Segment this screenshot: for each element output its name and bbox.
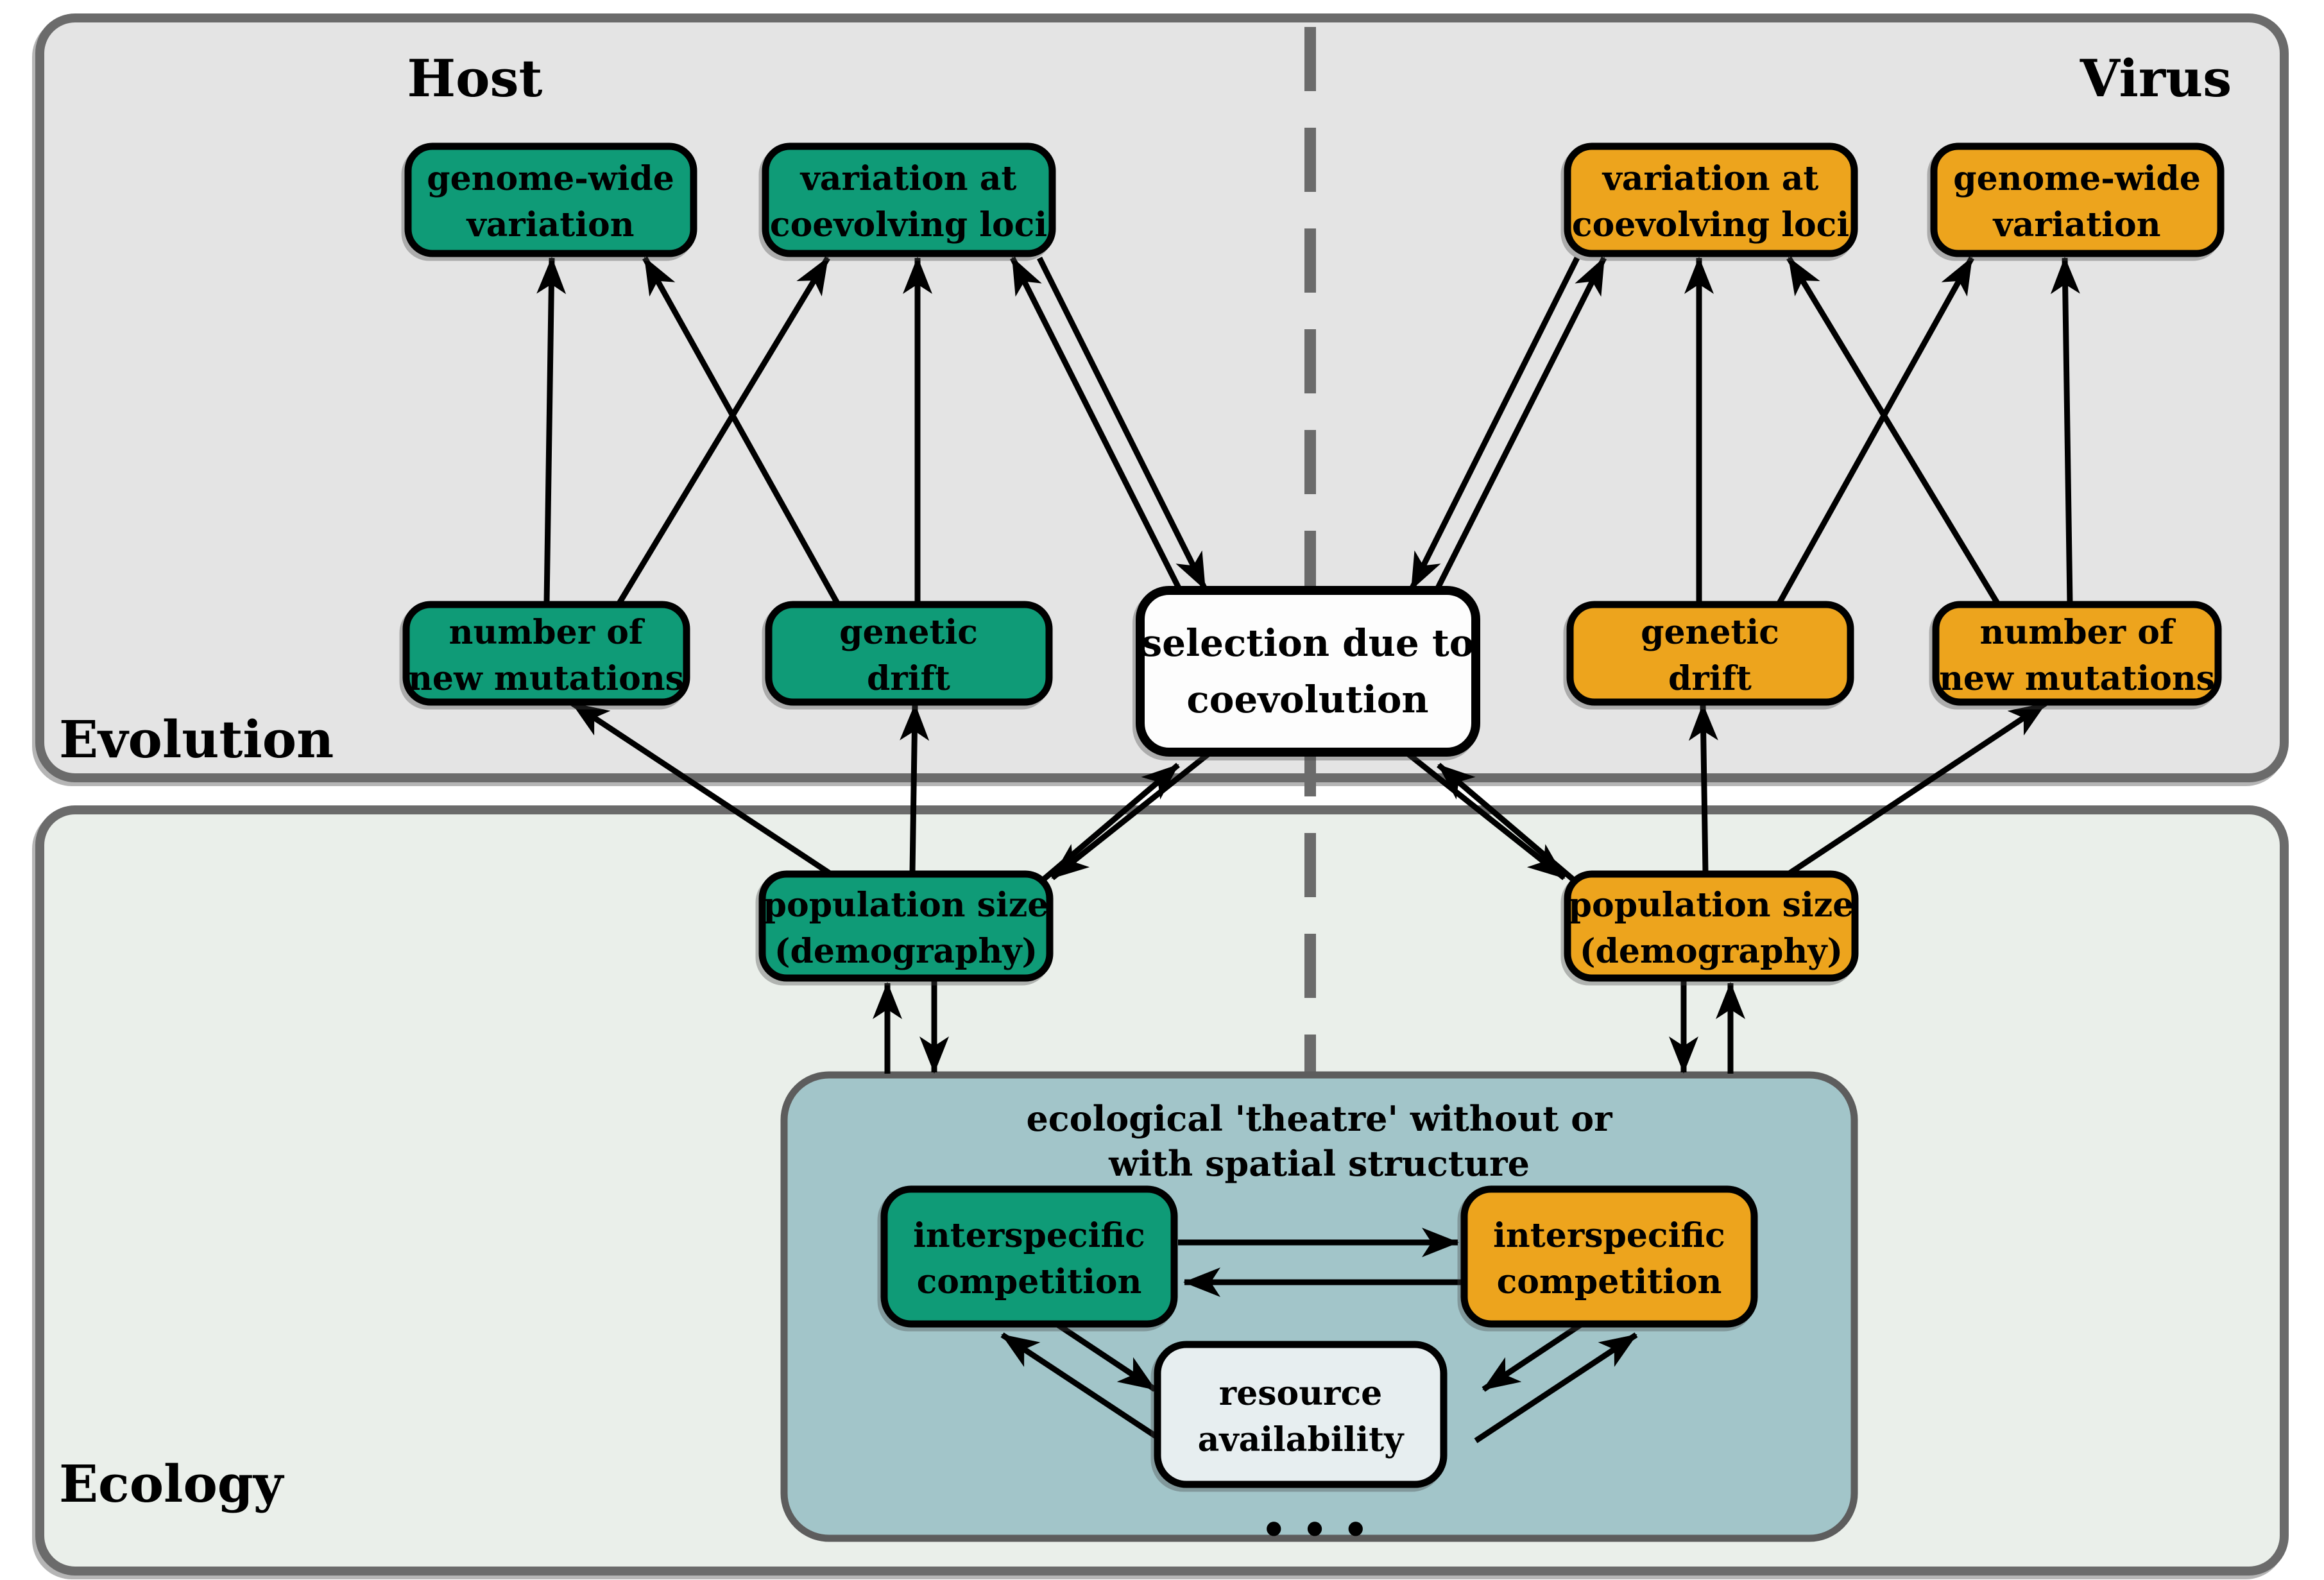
arrow-virus-loci-to-selection bbox=[1408, 256, 1580, 591]
node-label: genetic bbox=[839, 613, 978, 652]
arrow-virus-mutations-to-loci bbox=[1786, 256, 2000, 605]
arrow-resource-to-virus-competition bbox=[1474, 1332, 1638, 1443]
arrow-selection-to-host-loci bbox=[1009, 256, 1183, 591]
arrow-virus-population-to-mutations bbox=[1788, 701, 2047, 875]
node-virus-new-mutations: number of new mutations bbox=[1932, 601, 2222, 706]
arrows-host-evolution bbox=[536, 256, 1208, 605]
node-label: drift bbox=[1668, 659, 1752, 698]
node-host-variation-coevolving-loci: variation at coevolving loci bbox=[762, 142, 1056, 257]
node-label: (demography) bbox=[774, 932, 1038, 971]
node-label: number of bbox=[449, 613, 645, 652]
node-selection-due-to-coevolution: selection due to coevolution bbox=[1136, 586, 1480, 757]
node-label: resource bbox=[1219, 1374, 1382, 1413]
node-label: interspecific bbox=[913, 1216, 1145, 1255]
node-virus-interspecific-competition: interspecific competition bbox=[1460, 1185, 1758, 1328]
node-label: coevolution bbox=[1186, 678, 1428, 721]
arrow-selection-to-virus-population bbox=[1401, 747, 1566, 880]
node-host-new-mutations: number of new mutations bbox=[402, 601, 690, 706]
host-header: Host bbox=[407, 48, 543, 108]
arrow-host-drift-to-genome bbox=[642, 256, 840, 605]
arrow-host-population-to-drift bbox=[900, 703, 930, 873]
arrow-host-mutations-to-loci bbox=[617, 256, 830, 605]
node-label: coevolving loci bbox=[1572, 205, 1849, 245]
node-label: population size bbox=[1569, 886, 1854, 925]
node-host-population-size: population size (demography) bbox=[758, 870, 1054, 982]
node-virus-population-size: population size (demography) bbox=[1564, 870, 1859, 982]
ecology-label: Ecology bbox=[59, 1454, 285, 1514]
arrow-virus-competition-to-resource bbox=[1482, 1314, 1594, 1392]
node-virus-genetic-drift: genetic drift bbox=[1566, 601, 1854, 706]
arrows-virus-evolution bbox=[1408, 256, 2080, 605]
node-label: new mutations bbox=[408, 659, 684, 698]
theatre-title-line2: with spatial structure bbox=[1108, 1143, 1530, 1184]
node-label: number of bbox=[1980, 613, 2176, 652]
node-host-interspecific-competition: interspecific competition bbox=[880, 1185, 1178, 1328]
node-virus-variation-coevolving-loci: variation at coevolving loci bbox=[1564, 142, 1858, 257]
arrow-virus-drift-to-genome bbox=[1777, 256, 1974, 605]
node-label: population size bbox=[764, 886, 1049, 925]
arrow-resource-to-host-competition bbox=[1000, 1332, 1165, 1443]
arrow-selection-to-host-population bbox=[1050, 747, 1216, 880]
node-host-genome-variation: genome-wide variation bbox=[404, 142, 697, 257]
node-label: variation bbox=[1992, 205, 2160, 245]
node-label: new mutations bbox=[1939, 659, 2215, 698]
virus-header: Virus bbox=[2080, 48, 2232, 108]
arrow-host-population-to-mutations bbox=[570, 701, 831, 875]
arrow-virus-population-to-drift bbox=[1688, 703, 1718, 873]
arrow-host-competition-to-resource bbox=[1044, 1314, 1157, 1392]
node-host-genetic-drift: genetic drift bbox=[765, 601, 1053, 706]
node-label: coevolving loci bbox=[770, 205, 1047, 245]
node-label: genetic bbox=[1641, 613, 1779, 652]
arrow-host-mutations-to-genome bbox=[536, 257, 567, 604]
arrow-host-loci-to-selection bbox=[1036, 256, 1208, 591]
arrow-virus-mutations-to-genome bbox=[2050, 257, 2080, 604]
node-label: variation bbox=[466, 205, 634, 245]
node-label: competition bbox=[1497, 1262, 1722, 1301]
node-label: availability bbox=[1198, 1420, 1405, 1459]
arrow-selection-to-virus-loci bbox=[1434, 256, 1607, 591]
node-label: genome-wide bbox=[1953, 159, 2201, 198]
node-resource-availability: resource availability bbox=[1154, 1341, 1448, 1488]
theatre-title-line1: ecological 'theatre' without or bbox=[1026, 1098, 1612, 1139]
node-label: genome-wide bbox=[427, 159, 674, 198]
node-label: interspecific bbox=[1493, 1216, 1725, 1255]
arrows-theatre bbox=[1000, 1228, 1638, 1443]
node-label: variation at bbox=[800, 159, 1017, 198]
node-virus-genome-variation: genome-wide variation bbox=[1930, 142, 2225, 257]
node-label: selection due to bbox=[1141, 621, 1474, 665]
node-label: (demography) bbox=[1580, 932, 1843, 971]
node-label: variation at bbox=[1602, 159, 1819, 198]
node-label: drift bbox=[867, 659, 950, 698]
evolution-label: Evolution bbox=[59, 709, 334, 769]
node-label: competition bbox=[917, 1262, 1142, 1301]
